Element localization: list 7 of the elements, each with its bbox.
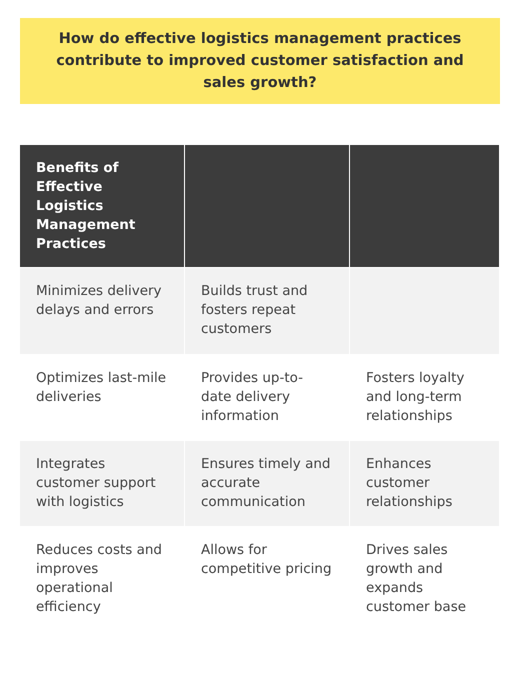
table-cell: Integrates customer support with logistics xyxy=(20,441,185,527)
title-banner: How do effective logistics management practices contribute to improved customer satisfaction and sales growth? xyxy=(20,18,500,104)
table-cell: Builds trust and fosters repeat customers xyxy=(185,268,350,355)
table-cell: Enhances customer relationships xyxy=(350,441,500,527)
table-cell: Ensures timely and accurate communication xyxy=(185,441,350,527)
table-cell: Minimizes delivery delays and errors xyxy=(20,268,185,355)
header-cell: Benefits of Effective Logistics Management Practices xyxy=(20,145,185,268)
